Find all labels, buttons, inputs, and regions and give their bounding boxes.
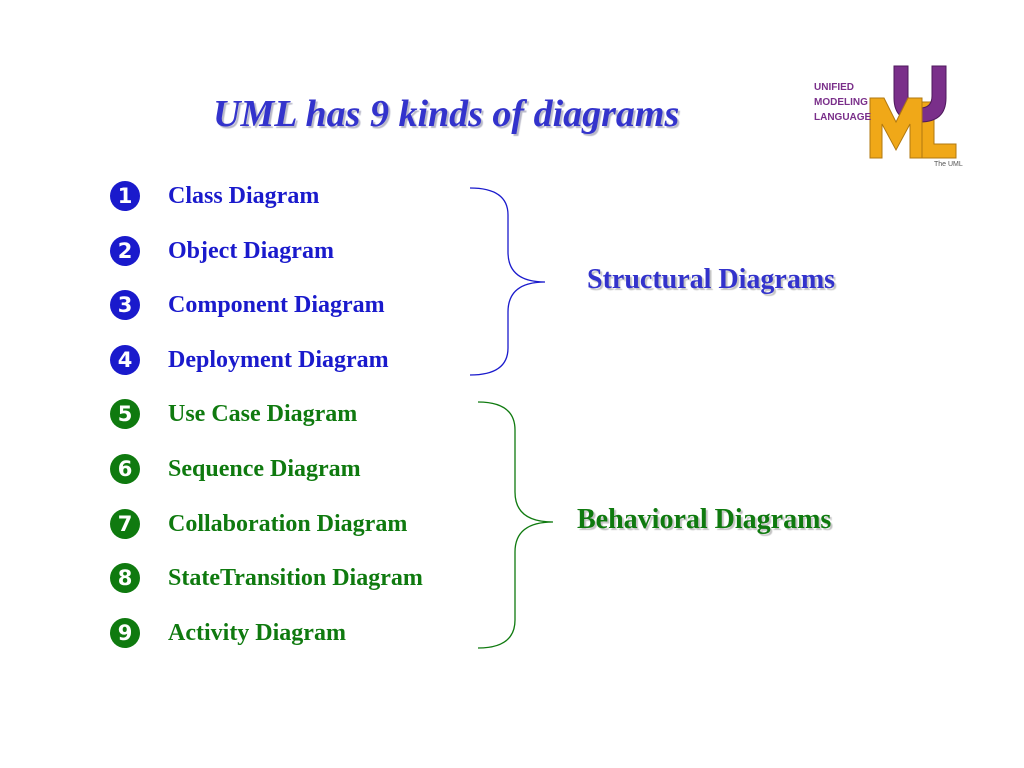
list-item: 2 Object Diagram [0, 236, 500, 278]
list-item: 3 Component Diagram [0, 290, 500, 332]
list-item: 5 Use Case Diagram [0, 399, 500, 441]
logo-m-shape [869, 97, 923, 159]
diagram-label: Sequence Diagram [168, 456, 361, 482]
diagram-label: Object Diagram [168, 238, 334, 264]
structural-diagrams-label: Structural Diagrams [587, 264, 836, 295]
behavioral-diagrams-label: Behavioral Diagrams [577, 504, 832, 535]
number-marker: 3 [110, 290, 140, 320]
number-marker: 6 [110, 454, 140, 484]
list-item: 7 Collaboration Diagram [0, 509, 500, 551]
list-item: 9 Activity Diagram [0, 618, 500, 660]
diagram-label: Class Diagram [168, 183, 320, 209]
logo-caption: The UML [934, 161, 963, 168]
number-marker: 1 [110, 181, 140, 211]
logo-text-modeling: MODELING [814, 97, 868, 108]
slide-title: UML has 9 kinds of diagrams [213, 93, 680, 135]
diagram-label: Component Diagram [168, 292, 385, 318]
diagram-label: Collaboration Diagram [168, 511, 408, 537]
diagram-label: Use Case Diagram [168, 401, 358, 427]
diagram-label: StateTransition Diagram [168, 565, 423, 591]
diagram-label: Deployment Diagram [168, 347, 389, 373]
number-marker: 4 [110, 345, 140, 375]
number-marker: 7 [110, 509, 140, 539]
number-marker: 8 [110, 563, 140, 593]
logo-text-language: LANGUAGE [814, 112, 872, 123]
number-marker: 9 [110, 618, 140, 648]
uml-logo: UNIFIED MODELING LANGUAGE The UML [814, 65, 963, 168]
list-item: 6 Sequence Diagram [0, 454, 500, 496]
list-item: 8 StateTransition Diagram [0, 563, 500, 605]
list-item: 4 Deployment Diagram [0, 345, 500, 387]
number-marker: 2 [110, 236, 140, 266]
diagram-label: Activity Diagram [168, 620, 346, 646]
logo-text-unified: UNIFIED [814, 82, 854, 93]
number-marker: 5 [110, 399, 140, 429]
list-item: 1 Class Diagram [0, 181, 500, 223]
